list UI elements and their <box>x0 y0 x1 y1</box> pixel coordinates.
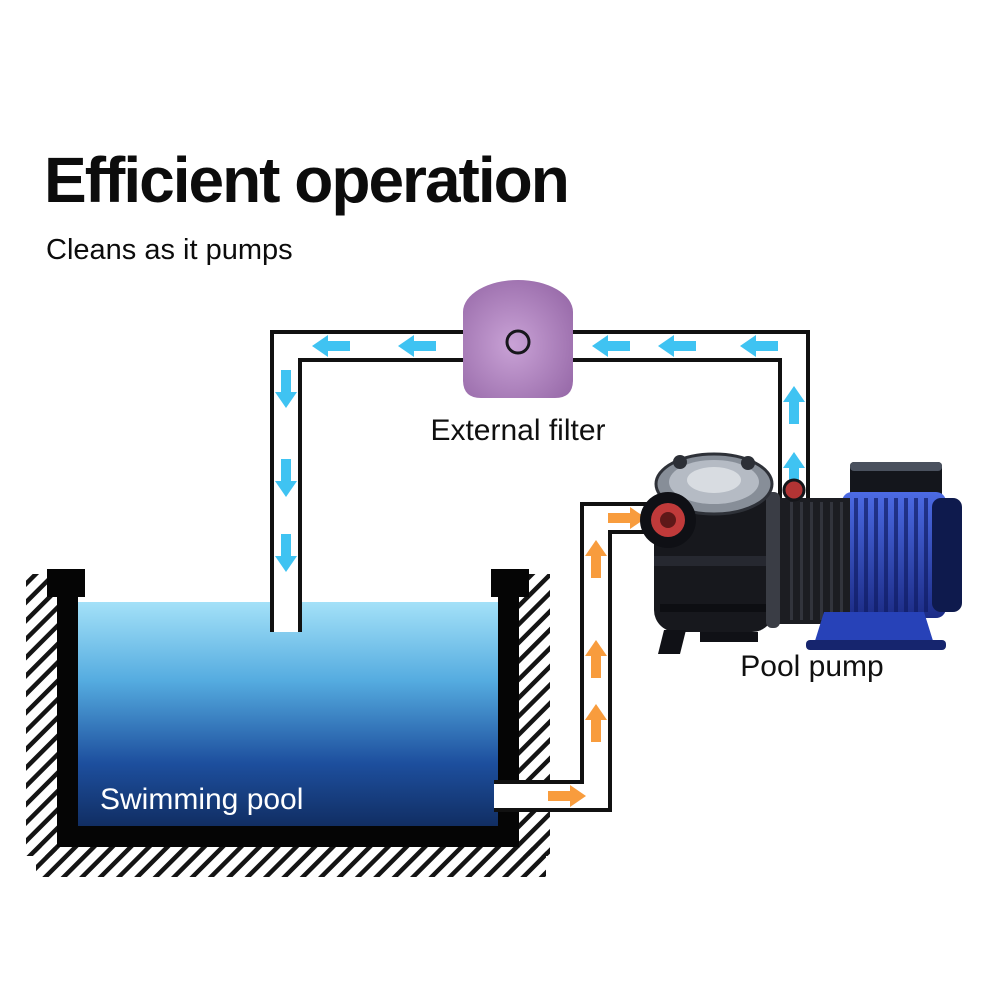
pump-lid-knob <box>673 455 687 469</box>
pool-wall-bottom <box>57 826 519 847</box>
filter-port-circle <box>505 329 531 355</box>
pump-foot <box>700 632 758 642</box>
pool-pump-illustration <box>640 452 962 654</box>
pump-base <box>814 612 934 644</box>
external-filter-label: External filter <box>430 414 606 447</box>
pump-motor-fins <box>854 498 928 612</box>
pool-wall-cap-right <box>491 569 529 597</box>
pump-foot <box>658 630 686 654</box>
pump-clamp-flange <box>766 492 780 628</box>
swimming-pool-label: Swimming pool <box>100 783 304 816</box>
pool-wall-left <box>57 595 78 847</box>
pool-wall-cap-left <box>47 569 85 597</box>
pool-water <box>78 602 498 826</box>
pump-motor-endcap <box>932 498 962 612</box>
page-title: Efficient operation <box>44 144 570 216</box>
filter-body <box>463 280 573 398</box>
pump-mid-ribs <box>790 502 843 620</box>
pump-discharge-plug <box>782 478 806 502</box>
pool-pump-label: Pool pump <box>740 650 884 683</box>
external-filter-illustration <box>463 280 573 398</box>
page-subtitle: Cleans as it pumps <box>46 234 293 266</box>
pump-lid-knob <box>741 456 755 470</box>
